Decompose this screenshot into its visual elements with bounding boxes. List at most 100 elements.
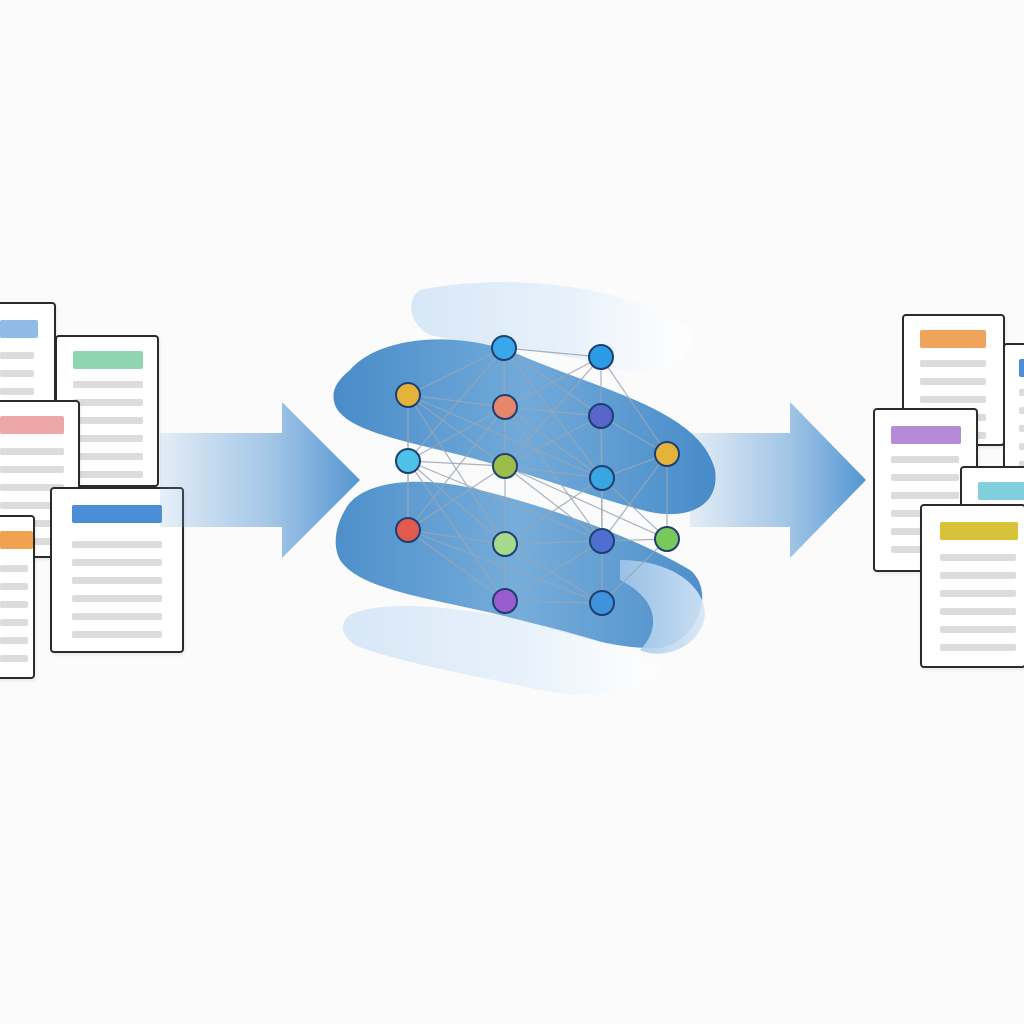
document-text-line (891, 456, 959, 463)
network-edge (407, 394, 506, 408)
network-edge (504, 465, 603, 479)
network-edge (407, 394, 506, 467)
document-text-line (72, 595, 162, 602)
network-node (492, 588, 518, 614)
network-node (588, 403, 614, 429)
document-text-line (940, 554, 1016, 561)
network-edge (407, 460, 506, 467)
network-edge (504, 356, 602, 408)
document-text-line (920, 396, 986, 403)
document-text-line (0, 370, 34, 377)
document-text-line (0, 583, 28, 590)
network-edge (503, 347, 602, 358)
document-text-line (920, 378, 986, 385)
document-header-bar (920, 330, 986, 348)
document-text-line (73, 399, 143, 406)
document-text-line (1019, 443, 1024, 450)
ribbon-bottom (343, 605, 660, 695)
document-text-line (73, 435, 143, 442)
network-edge (504, 406, 603, 479)
document-text-line (72, 631, 162, 638)
output-doc-2 (1003, 343, 1024, 493)
network-node (654, 441, 680, 467)
network-nodes (395, 335, 680, 616)
document-header-bar (978, 482, 1024, 500)
document-text-line (0, 466, 64, 473)
document-text-line (940, 608, 1016, 615)
network-edge (504, 540, 603, 545)
network-edge (600, 356, 668, 455)
document-text-line (72, 613, 162, 620)
network-node (654, 526, 680, 552)
document-text-line (0, 448, 64, 455)
document-header-bar (72, 505, 162, 523)
document-text-line (0, 619, 28, 626)
network-edge (504, 540, 603, 602)
document-text-line (73, 417, 143, 424)
document-header-bar (891, 426, 961, 444)
ribbon-upper (333, 339, 716, 515)
output-doc-5 (920, 504, 1024, 668)
document-text-line (0, 484, 64, 491)
network-edge (504, 465, 603, 542)
document-text-line (891, 492, 959, 499)
ribbon-right (620, 560, 705, 654)
document-text-line (1019, 425, 1024, 432)
network-node (492, 394, 518, 420)
network-edge (407, 460, 506, 545)
document-text-line (940, 644, 1016, 651)
network-edge (504, 406, 602, 417)
network-edge (407, 460, 603, 542)
document-text-line (0, 502, 64, 509)
network-edge (407, 529, 506, 545)
document-text-line (920, 360, 986, 367)
network-edge (504, 415, 602, 467)
document-text-line (1019, 389, 1024, 396)
input-doc-4 (0, 515, 35, 679)
document-text-line (0, 637, 28, 644)
document-header-bar (940, 522, 1018, 540)
network-edge (601, 477, 668, 540)
document-text-line (1019, 461, 1024, 468)
output-arrow (690, 402, 866, 558)
network-node (589, 590, 615, 616)
document-text-line (940, 590, 1016, 597)
network-node (492, 453, 518, 479)
network-edge (503, 347, 603, 479)
network-edge (407, 406, 506, 462)
document-text-line (891, 474, 959, 481)
network-node (589, 465, 615, 491)
network-edge (504, 543, 603, 604)
network-edge (407, 529, 506, 602)
document-text-line (940, 626, 1016, 633)
document-text-line (73, 381, 143, 388)
ribbon-top (411, 282, 692, 373)
document-text-line (0, 352, 34, 359)
network-edge (504, 465, 668, 540)
network-node (395, 382, 421, 408)
document-header-bar (0, 320, 38, 338)
network-edge (504, 406, 603, 542)
document-text-line (0, 601, 28, 608)
document-text-line (0, 565, 28, 572)
document-text-line (72, 577, 162, 584)
network-edge (407, 394, 506, 545)
network-node (395, 517, 421, 543)
network-node (588, 344, 614, 370)
document-header-bar (1019, 359, 1024, 377)
network-node (492, 531, 518, 557)
document-text-line (73, 453, 143, 460)
document-text-line (72, 559, 162, 566)
network-edge (407, 465, 506, 531)
network-edge (407, 347, 505, 462)
document-header-bar (0, 531, 33, 549)
network-node (395, 448, 421, 474)
document-header-bar (0, 416, 64, 434)
network-edge (601, 538, 668, 604)
document-text-line (1019, 407, 1024, 414)
network-edge (504, 600, 603, 604)
document-text-line (0, 388, 34, 395)
